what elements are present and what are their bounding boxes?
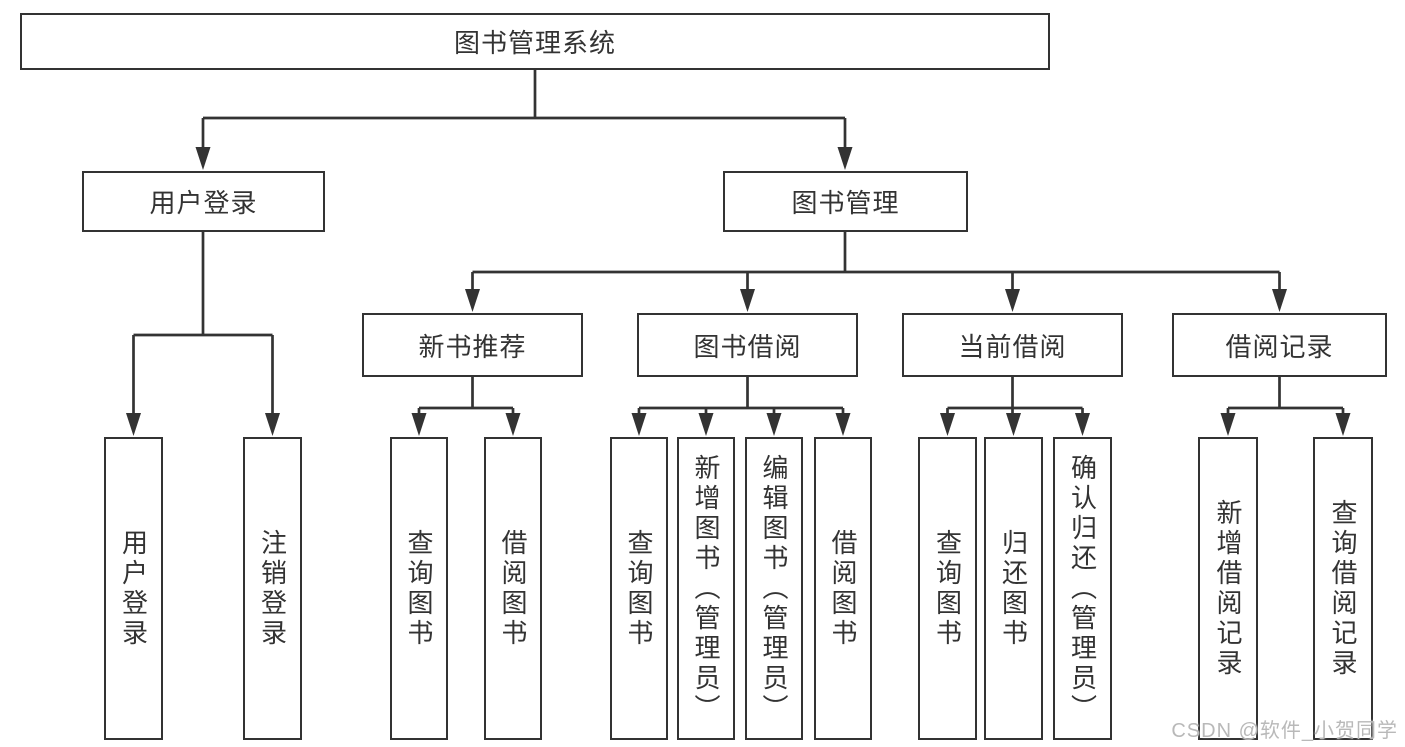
arrowhead-icon: [265, 413, 280, 436]
arrowhead-icon: [195, 147, 211, 170]
arrowhead-icon: [835, 413, 851, 436]
leaf-borrow-query-books: 查询图书: [610, 437, 668, 740]
connector-currentborrow-to-leaves: [940, 377, 1090, 436]
connector-records-to-leaves: [1220, 377, 1351, 436]
arrowhead-icon: [126, 413, 141, 436]
node-library-management-system: 图书管理系统: [20, 13, 1050, 70]
leaf-user-login: 用户登录: [104, 437, 163, 740]
arrowhead-icon: [740, 289, 755, 312]
connector-userlogin-to-leaves: [126, 232, 280, 436]
leaf-current-return-books: 归还图书: [984, 437, 1043, 740]
arrowhead-icon: [766, 413, 782, 436]
arrowhead-icon: [1006, 413, 1021, 436]
connector-newbook-to-leaves: [411, 377, 521, 436]
arrowhead-icon: [465, 289, 480, 312]
node-book-borrow: 图书借阅: [637, 313, 858, 377]
node-new-book-recommend: 新书推荐: [362, 313, 583, 377]
leaf-borrow-borrow-books: 借阅图书: [814, 437, 872, 740]
leaf-records-add-record: 新增借阅记录: [1198, 437, 1258, 740]
connector-bookborrow-to-leaves: [631, 377, 851, 436]
arrowhead-icon: [1075, 413, 1090, 436]
arrowhead-icon: [1005, 289, 1020, 312]
node-current-borrow: 当前借阅: [902, 313, 1123, 377]
arrowhead-icon: [837, 147, 853, 170]
node-book-management: 图书管理: [723, 171, 968, 232]
leaf-current-query-books: 查询图书: [918, 437, 977, 740]
leaf-records-query-record: 查询借阅记录: [1313, 437, 1373, 740]
watermark: CSDN @软件_小贺同学: [1171, 720, 1398, 742]
leaf-borrow-add-books-admin: 新增图书（管理员）: [677, 437, 735, 740]
connector-bookmgmt-to-groups: [465, 232, 1287, 312]
leaf-logout: 注销登录: [243, 437, 302, 740]
leaf-newrec-query-books: 查询图书: [390, 437, 448, 740]
connector-root-to-level2: [195, 70, 853, 170]
arrowhead-icon: [631, 413, 647, 436]
arrowhead-icon: [698, 413, 714, 436]
node-borrow-records: 借阅记录: [1172, 313, 1387, 377]
arrowhead-icon: [1220, 413, 1236, 436]
arrowhead-icon: [505, 413, 521, 436]
arrowhead-icon: [1272, 289, 1287, 312]
leaf-newrec-borrow-books: 借阅图书: [484, 437, 542, 740]
arrowhead-icon: [940, 413, 955, 436]
leaf-borrow-edit-books-admin: 编辑图书（管理员）: [745, 437, 803, 740]
arrowhead-icon: [411, 413, 427, 436]
leaf-current-confirm-return-admin: 确认归还（管理员）: [1053, 437, 1112, 740]
node-user-login: 用户登录: [82, 171, 325, 232]
arrowhead-icon: [1335, 413, 1351, 436]
